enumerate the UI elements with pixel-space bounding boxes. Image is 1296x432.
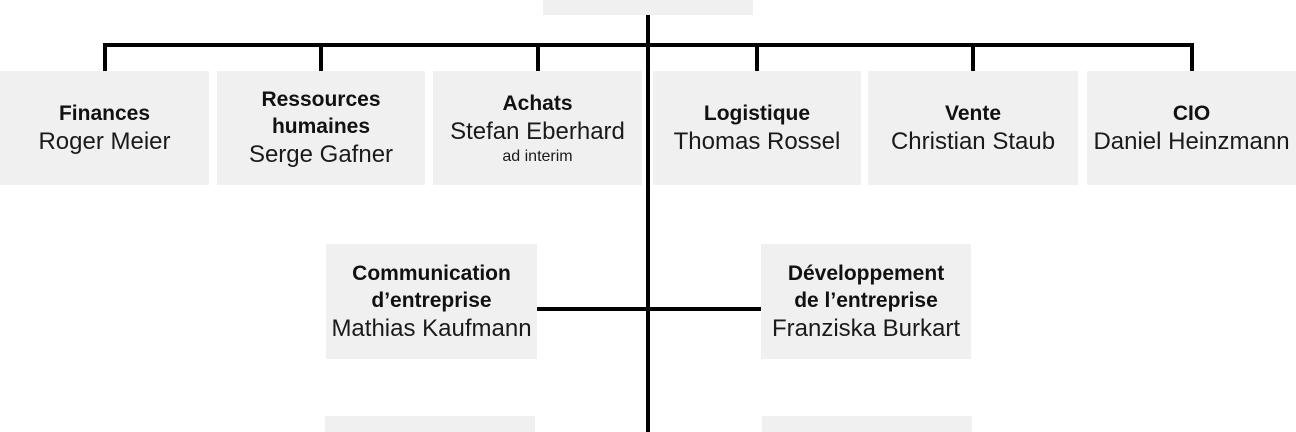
department-head-name: Thomas Rossel [673, 127, 841, 155]
unit-head-name: Franziska Burkart [771, 314, 961, 342]
department-title: Ressources [261, 88, 381, 111]
department-note: ad interim [502, 147, 573, 165]
department-title: Vente [944, 101, 1002, 125]
department-head-name: Daniel Heinzmann [1093, 127, 1290, 155]
stub-finances [103, 43, 107, 71]
trunk-vertical-line [646, 15, 650, 432]
department-head-name: Roger Meier [38, 127, 171, 155]
department-head-name: Christian Staub [890, 127, 1056, 155]
department-title: Finances [58, 101, 151, 125]
unit-title: Communication [352, 261, 511, 285]
org-box-ressources-humaines: Ressources humaines Serge Gafner [217, 71, 425, 185]
department-title-line2: humaines [271, 115, 371, 138]
stub-logistique [755, 43, 759, 71]
unit-title-line2: d’entreprise [371, 288, 492, 312]
org-box-achats: Achats Stefan Eberhard ad interim [433, 71, 642, 185]
level1-horizontal-line [103, 43, 1194, 47]
org-box-developpement-entreprise: Développement de l’entreprise Franziska … [761, 244, 971, 359]
org-box-root-partial [543, 0, 753, 15]
department-title: CIO [1172, 101, 1211, 125]
org-box-vente: Vente Christian Staub [868, 71, 1078, 185]
department-title: Achats [502, 91, 573, 115]
unit-title-line2: de l’entreprise [794, 288, 938, 312]
department-head-name: Serge Gafner [248, 141, 394, 168]
unit-head-name: Mathias Kaufmann [331, 314, 532, 342]
org-box-cio: CIO Daniel Heinzmann [1087, 71, 1296, 185]
org-box-finances: Finances Roger Meier [0, 71, 209, 185]
department-title: Logistique [703, 101, 811, 125]
stub-vente [971, 43, 975, 71]
org-box-bottom-left-partial [325, 416, 535, 432]
department-head-name: Stefan Eberhard [450, 117, 625, 145]
unit-title: Développement [787, 261, 945, 285]
org-box-logistique: Logistique Thomas Rossel [653, 71, 861, 185]
stub-ressources-humaines [319, 43, 323, 71]
org-box-bottom-right-partial [762, 416, 972, 432]
stub-achats [536, 43, 540, 71]
org-box-communication-entreprise: Communication d’entreprise Mathias Kaufm… [326, 244, 537, 359]
staff-units-horizontal-line [535, 307, 761, 311]
stub-cio [1190, 43, 1194, 71]
